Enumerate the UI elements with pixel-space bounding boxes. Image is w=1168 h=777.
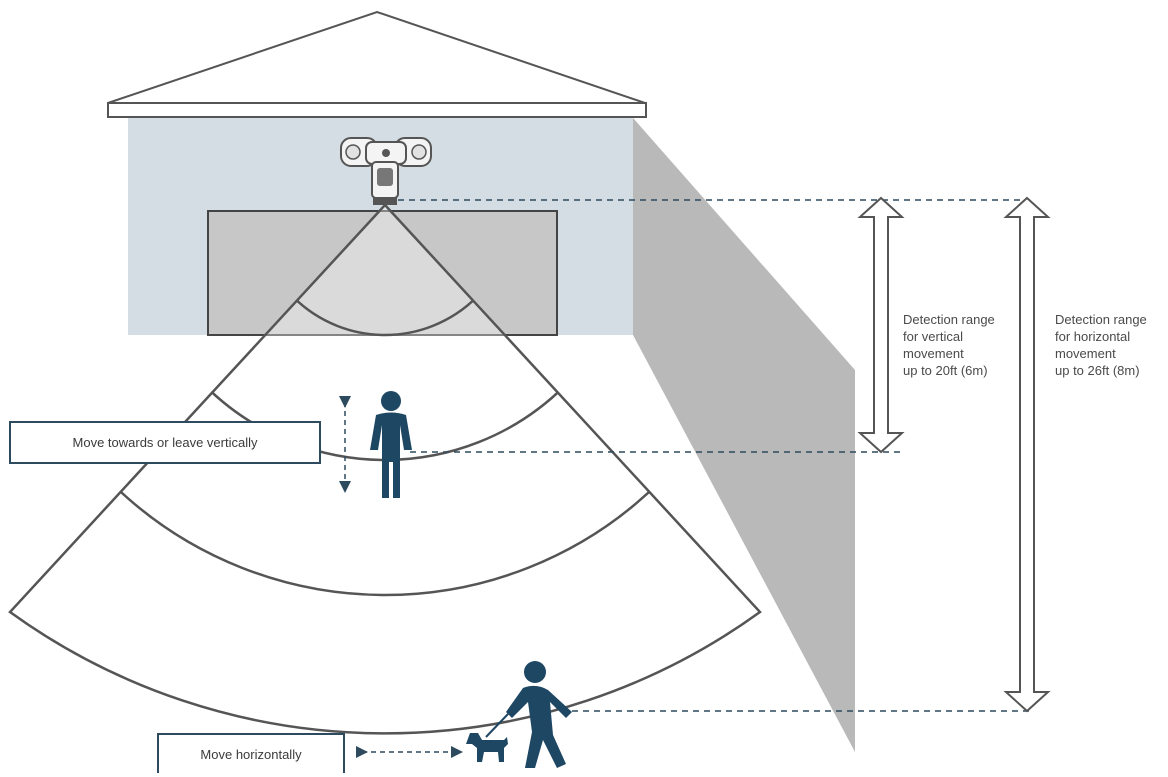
horizontal-move-text: Move horizontally [200, 746, 302, 762]
level-lines [339, 199, 1030, 758]
dog-icon [466, 733, 508, 762]
vertical-move-text: Move towards or leave vertically [72, 435, 258, 450]
horizontal-move-label: Move horizontally [157, 733, 345, 773]
person-icon [370, 391, 412, 498]
zone-arc-3 [10, 205, 760, 597]
horizontal-range-line-4: up to 26ft (8m) [1055, 363, 1140, 378]
floodlight-camera-icon [340, 137, 432, 205]
horizontal-range-line-1: Detection range [1055, 312, 1147, 327]
vertical-range-line-3: movement [903, 346, 964, 361]
vertical-range-line-2: for vertical [903, 329, 963, 344]
vertical-range-line-1: Detection range [903, 312, 995, 327]
vertical-range-line-4: up to 20ft (6m) [903, 363, 988, 378]
vertical-range-arrow [857, 196, 905, 454]
vertical-move-label: Move towards or leave vertically [9, 421, 321, 464]
garage-door [207, 210, 558, 336]
zone-arc-1 [253, 205, 517, 337]
horizontal-range-arrow [1003, 196, 1051, 713]
person-walking-dog-icon [485, 661, 572, 768]
horizontal-range-text: Detection range for horizontal movement … [1055, 311, 1147, 379]
vertical-range-text: Detection range for vertical movement up… [903, 311, 995, 379]
horizontal-range-line-3: movement [1055, 346, 1116, 361]
building-shadow-band [633, 118, 855, 752]
roof [107, 10, 647, 118]
horizontal-range-line-2: for horizontal [1055, 329, 1131, 344]
